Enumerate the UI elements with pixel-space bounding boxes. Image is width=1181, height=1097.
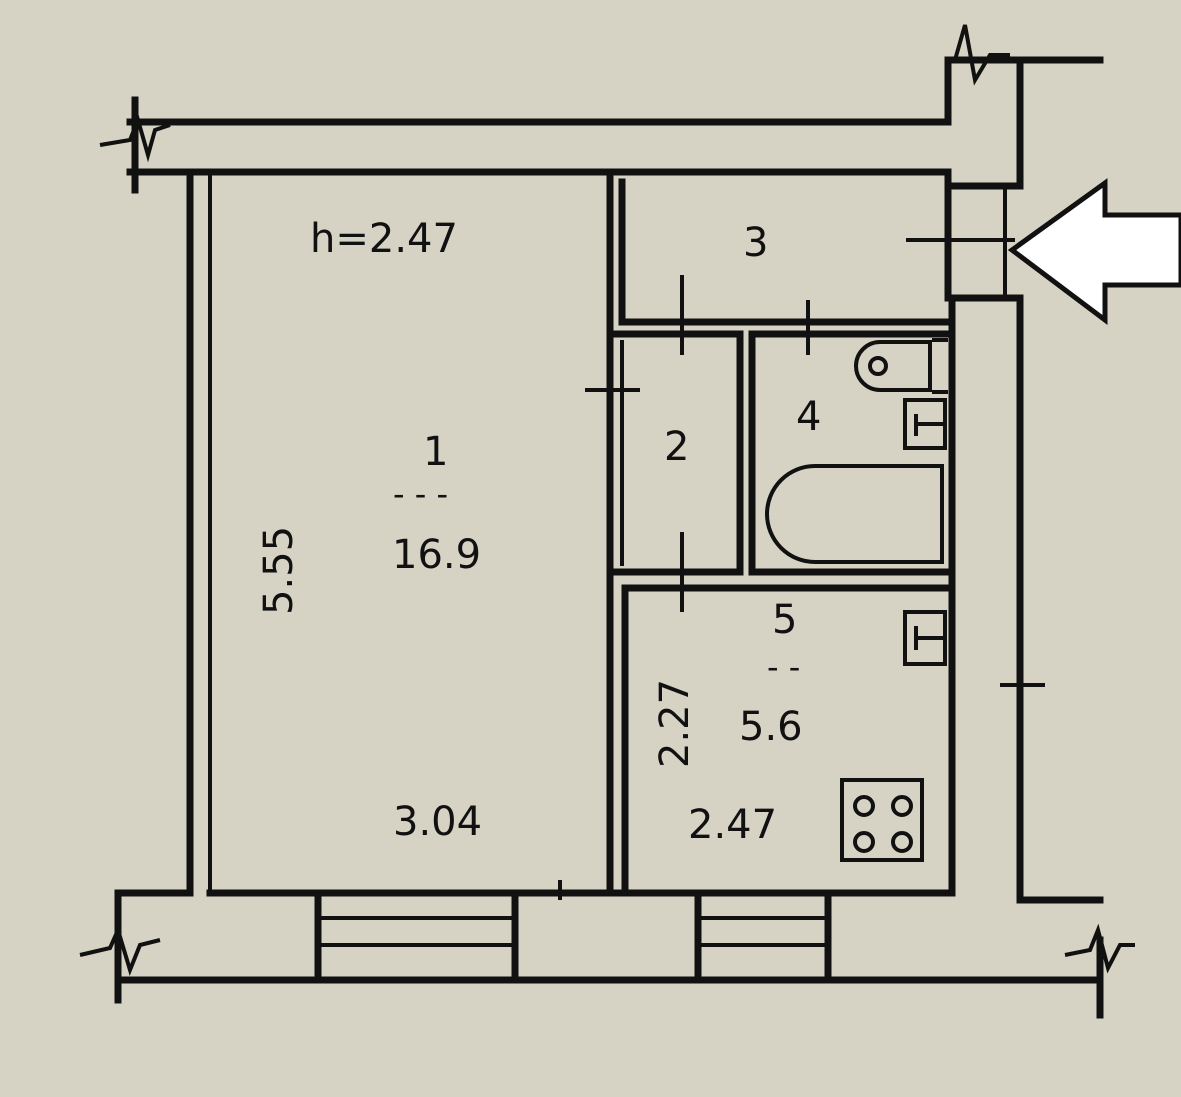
- kitchen-sink-icon: [903, 610, 947, 666]
- kitchen-length: 2.27: [652, 679, 698, 768]
- room-5-number: 5: [772, 597, 797, 643]
- room-1-area: 16.9: [392, 532, 481, 578]
- bathtub-icon: [765, 464, 944, 564]
- room-1-width: 3.04: [393, 799, 482, 845]
- sink-icon: [903, 398, 947, 450]
- outer-walls: [114, 56, 1104, 1019]
- room-3-number: 3: [743, 220, 768, 266]
- toilet-icon: [854, 338, 948, 394]
- room-2-number: 2: [664, 424, 689, 470]
- windows: [314, 889, 832, 984]
- door-markers: [558, 238, 1045, 900]
- room-4-number: 4: [796, 394, 821, 440]
- stove-icon: [840, 778, 924, 862]
- room-1-length: 5.55: [256, 526, 302, 615]
- kitchen-width: 2.47: [688, 802, 777, 848]
- ceiling-height: h=2.47: [310, 216, 458, 262]
- room-5-fraction-bar: - -: [767, 648, 800, 686]
- room-1-number: 1: [423, 429, 448, 475]
- interior-partitions: [606, 168, 952, 897]
- labels: h=2.47 1 - - - 16.9 2 3 4 5 - - 5.6 5.55…: [256, 216, 821, 848]
- entrance-arrow-icon: [1007, 178, 1181, 326]
- room1-walls: [186, 168, 212, 897]
- room-5-area: 5.6: [739, 704, 803, 750]
- room-1-fraction-bar: - - -: [393, 475, 448, 513]
- break-marks: [79, 24, 1135, 977]
